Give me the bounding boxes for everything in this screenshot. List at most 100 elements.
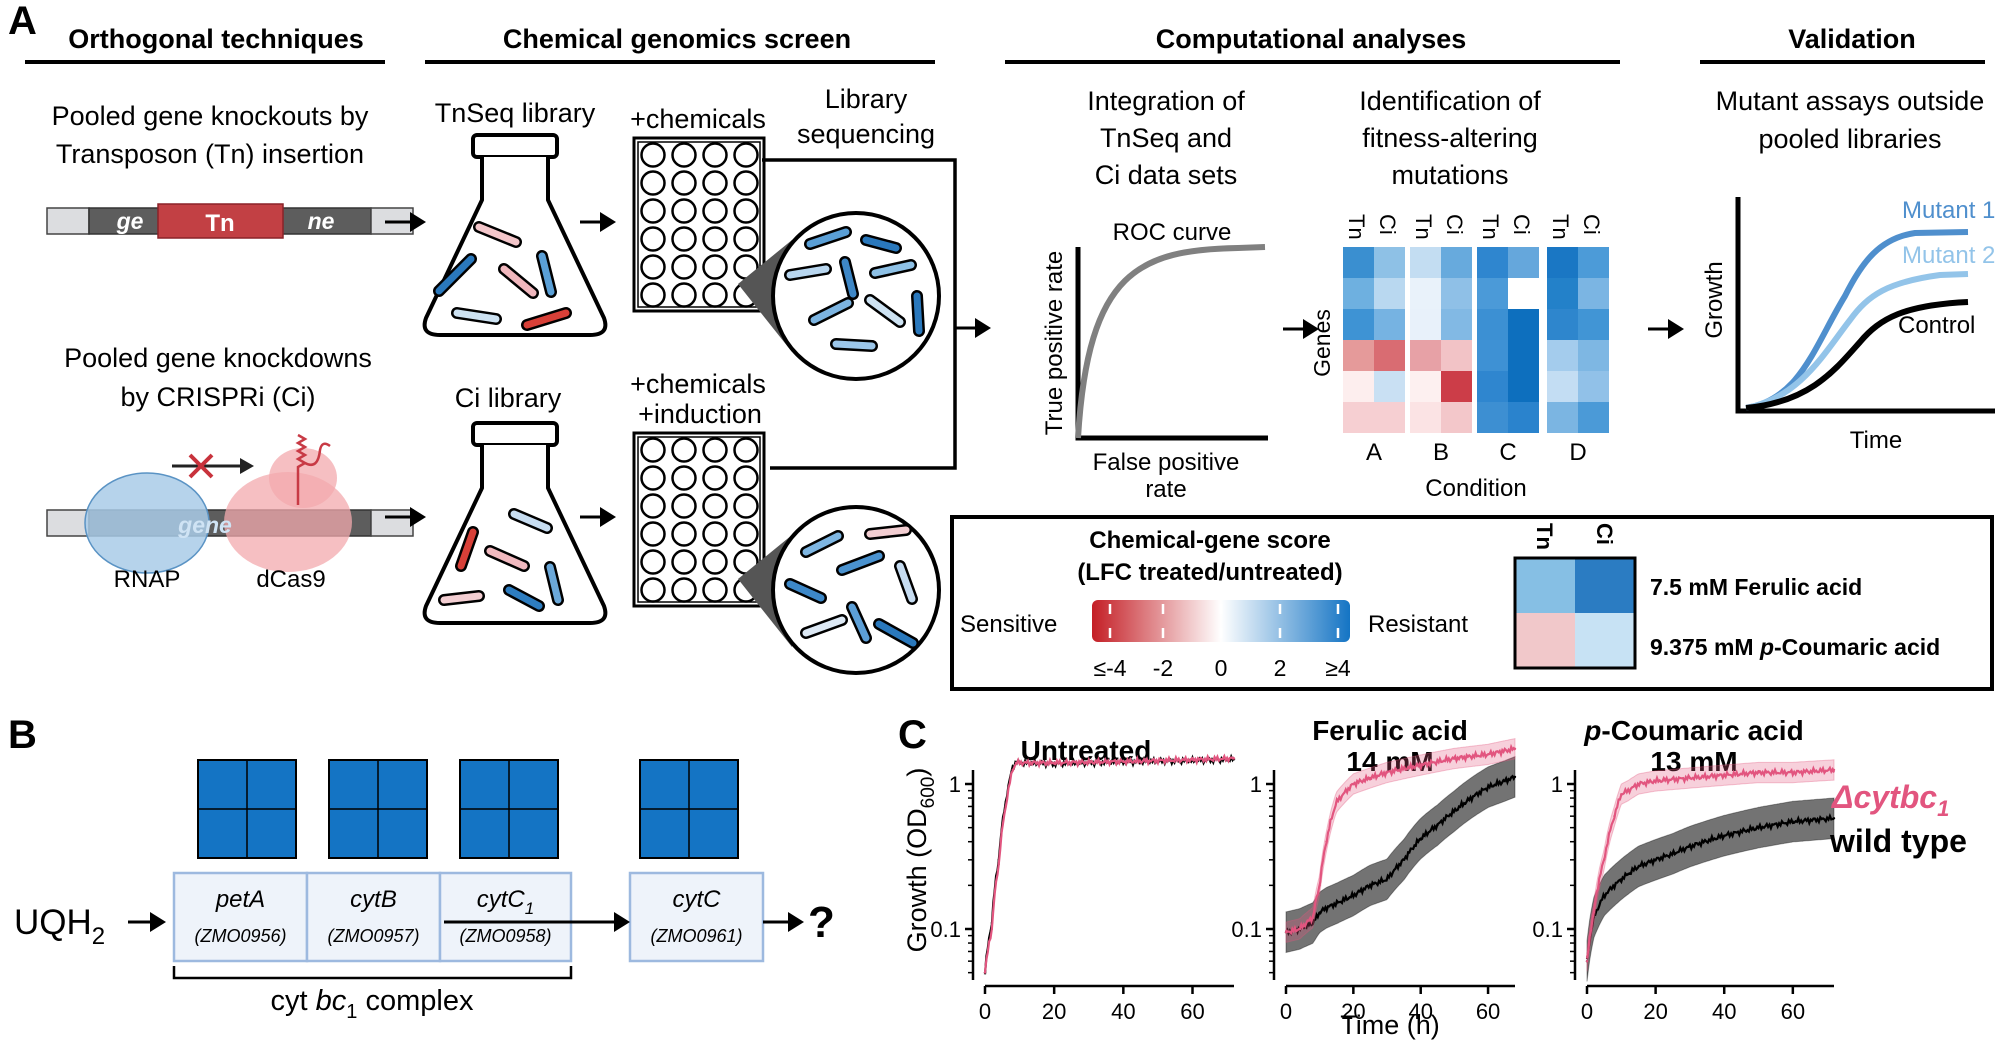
heatmap-cell <box>1547 371 1578 402</box>
data-point <box>1284 931 1288 934</box>
heatmap-cell <box>1374 278 1405 309</box>
arrow-right-icon <box>385 507 426 527</box>
well <box>640 226 666 252</box>
fpr-axis-label-line1: False positive <box>1093 449 1240 476</box>
tnseq-flask <box>422 133 608 337</box>
x-tick-label: 60 <box>1781 999 1805 1024</box>
data-point <box>1318 884 1321 887</box>
data-point <box>1603 858 1606 861</box>
sequencing-bracket <box>762 158 991 470</box>
data-point <box>1503 779 1507 783</box>
data-point <box>1592 911 1596 914</box>
mutant-growth-line <box>1285 743 1516 936</box>
well <box>671 282 697 308</box>
heatmap-condition-label: B <box>1433 439 1449 466</box>
heatmap-cell <box>1410 278 1441 309</box>
data-point <box>1486 753 1490 756</box>
error-band <box>1285 755 1516 954</box>
heatmap-col-ci: Ci <box>1375 214 1400 235</box>
colorbar-tick-label: ≥4 <box>1325 655 1351 681</box>
well <box>640 254 666 280</box>
gene-name: petA <box>215 886 265 913</box>
heatmap-cell <box>1410 402 1441 433</box>
x-tick-label: 60 <box>1180 999 1204 1024</box>
heatmap-cell <box>1508 309 1539 340</box>
well <box>702 493 728 519</box>
integration-line3: Ci data sets <box>1095 160 1238 190</box>
heatmap-col-tn: Tn <box>1478 214 1503 240</box>
data-point <box>1014 761 1018 764</box>
data-point <box>1654 779 1657 783</box>
data-point <box>1627 789 1630 792</box>
data-point <box>1791 820 1795 823</box>
example-cell-coumaric-ci <box>1575 613 1635 668</box>
well <box>702 577 728 603</box>
heatmap-cell <box>1441 278 1472 309</box>
identification-line2: fitness-altering <box>1362 123 1538 153</box>
ci-gene-label: gene <box>177 512 232 538</box>
y-tick-label: 1 <box>1250 772 1262 797</box>
data-point <box>1352 894 1355 897</box>
x-tick-label: 40 <box>1111 999 1135 1024</box>
heatmap-cell <box>1441 247 1472 278</box>
growth-od-axis-label: Growth (OD600) <box>902 768 939 953</box>
heatmap-cell <box>1343 278 1374 309</box>
example-cell-ferulic-tn <box>1515 558 1575 613</box>
heatmap-cell <box>1374 247 1405 278</box>
well <box>640 282 666 308</box>
heatmap-cell <box>1578 247 1609 278</box>
heatmap-cell <box>1508 402 1539 433</box>
data-point <box>1318 911 1321 914</box>
data-point <box>1585 960 1589 963</box>
data-point <box>1620 878 1623 881</box>
well <box>640 142 666 168</box>
data-point <box>1325 906 1328 909</box>
x-tick-label: 0 <box>1581 999 1593 1024</box>
error-band <box>1586 759 1835 972</box>
heatmap-col-tn: Tn <box>1344 214 1369 240</box>
data-point <box>1419 763 1422 767</box>
heatmap-cell <box>1441 340 1472 371</box>
well <box>671 437 697 463</box>
mutant2-label: Mutant 2 <box>1902 242 1995 269</box>
control-curve <box>1745 299 1969 411</box>
x-tick-label: 0 <box>979 999 991 1024</box>
tn-insert-label: Tn <box>205 210 234 237</box>
well <box>640 493 666 519</box>
well <box>733 142 759 168</box>
heatmap-condition-label: D <box>1569 439 1586 466</box>
arrow-right-icon <box>385 212 426 232</box>
well <box>702 170 728 196</box>
heatmap-cell <box>1374 371 1405 402</box>
error-band <box>1586 797 1835 982</box>
well <box>702 142 728 168</box>
data-point <box>1513 775 1517 779</box>
arrow-right-icon <box>763 912 804 932</box>
heatmap-cell <box>1578 402 1609 433</box>
well <box>671 198 697 224</box>
data-point <box>1470 796 1473 800</box>
heatmap-col-ci: Ci <box>1579 214 1604 235</box>
data-point <box>1298 927 1301 931</box>
well <box>733 198 759 224</box>
tn-gene-right-label: ne <box>308 208 335 234</box>
well <box>671 521 697 547</box>
control-label: Control <box>1898 312 1975 339</box>
heatmap-condition-label: A <box>1366 439 1382 466</box>
heatmap-cell <box>1508 278 1539 309</box>
section-computational: Computational analyses <box>1156 24 1467 54</box>
tn-gene-construct: ge Tn ne <box>46 203 414 239</box>
uqh2-label: UQH2 <box>14 903 105 950</box>
heatmap-cell <box>1547 402 1578 433</box>
mutant-growth-line <box>983 753 1235 973</box>
heatmap-cell <box>1343 371 1374 402</box>
ci-description-line2: by CRISPRi (Ci) <box>120 382 315 412</box>
plate2-chemicals-label: +chemicals <box>630 369 766 399</box>
heatmap-cell <box>1508 247 1539 278</box>
data-point <box>1385 878 1389 881</box>
y-tick-label: 1 <box>949 772 961 797</box>
roc-curve-label: ROC curve <box>1113 219 1232 246</box>
magnified-well-tn <box>738 211 941 381</box>
